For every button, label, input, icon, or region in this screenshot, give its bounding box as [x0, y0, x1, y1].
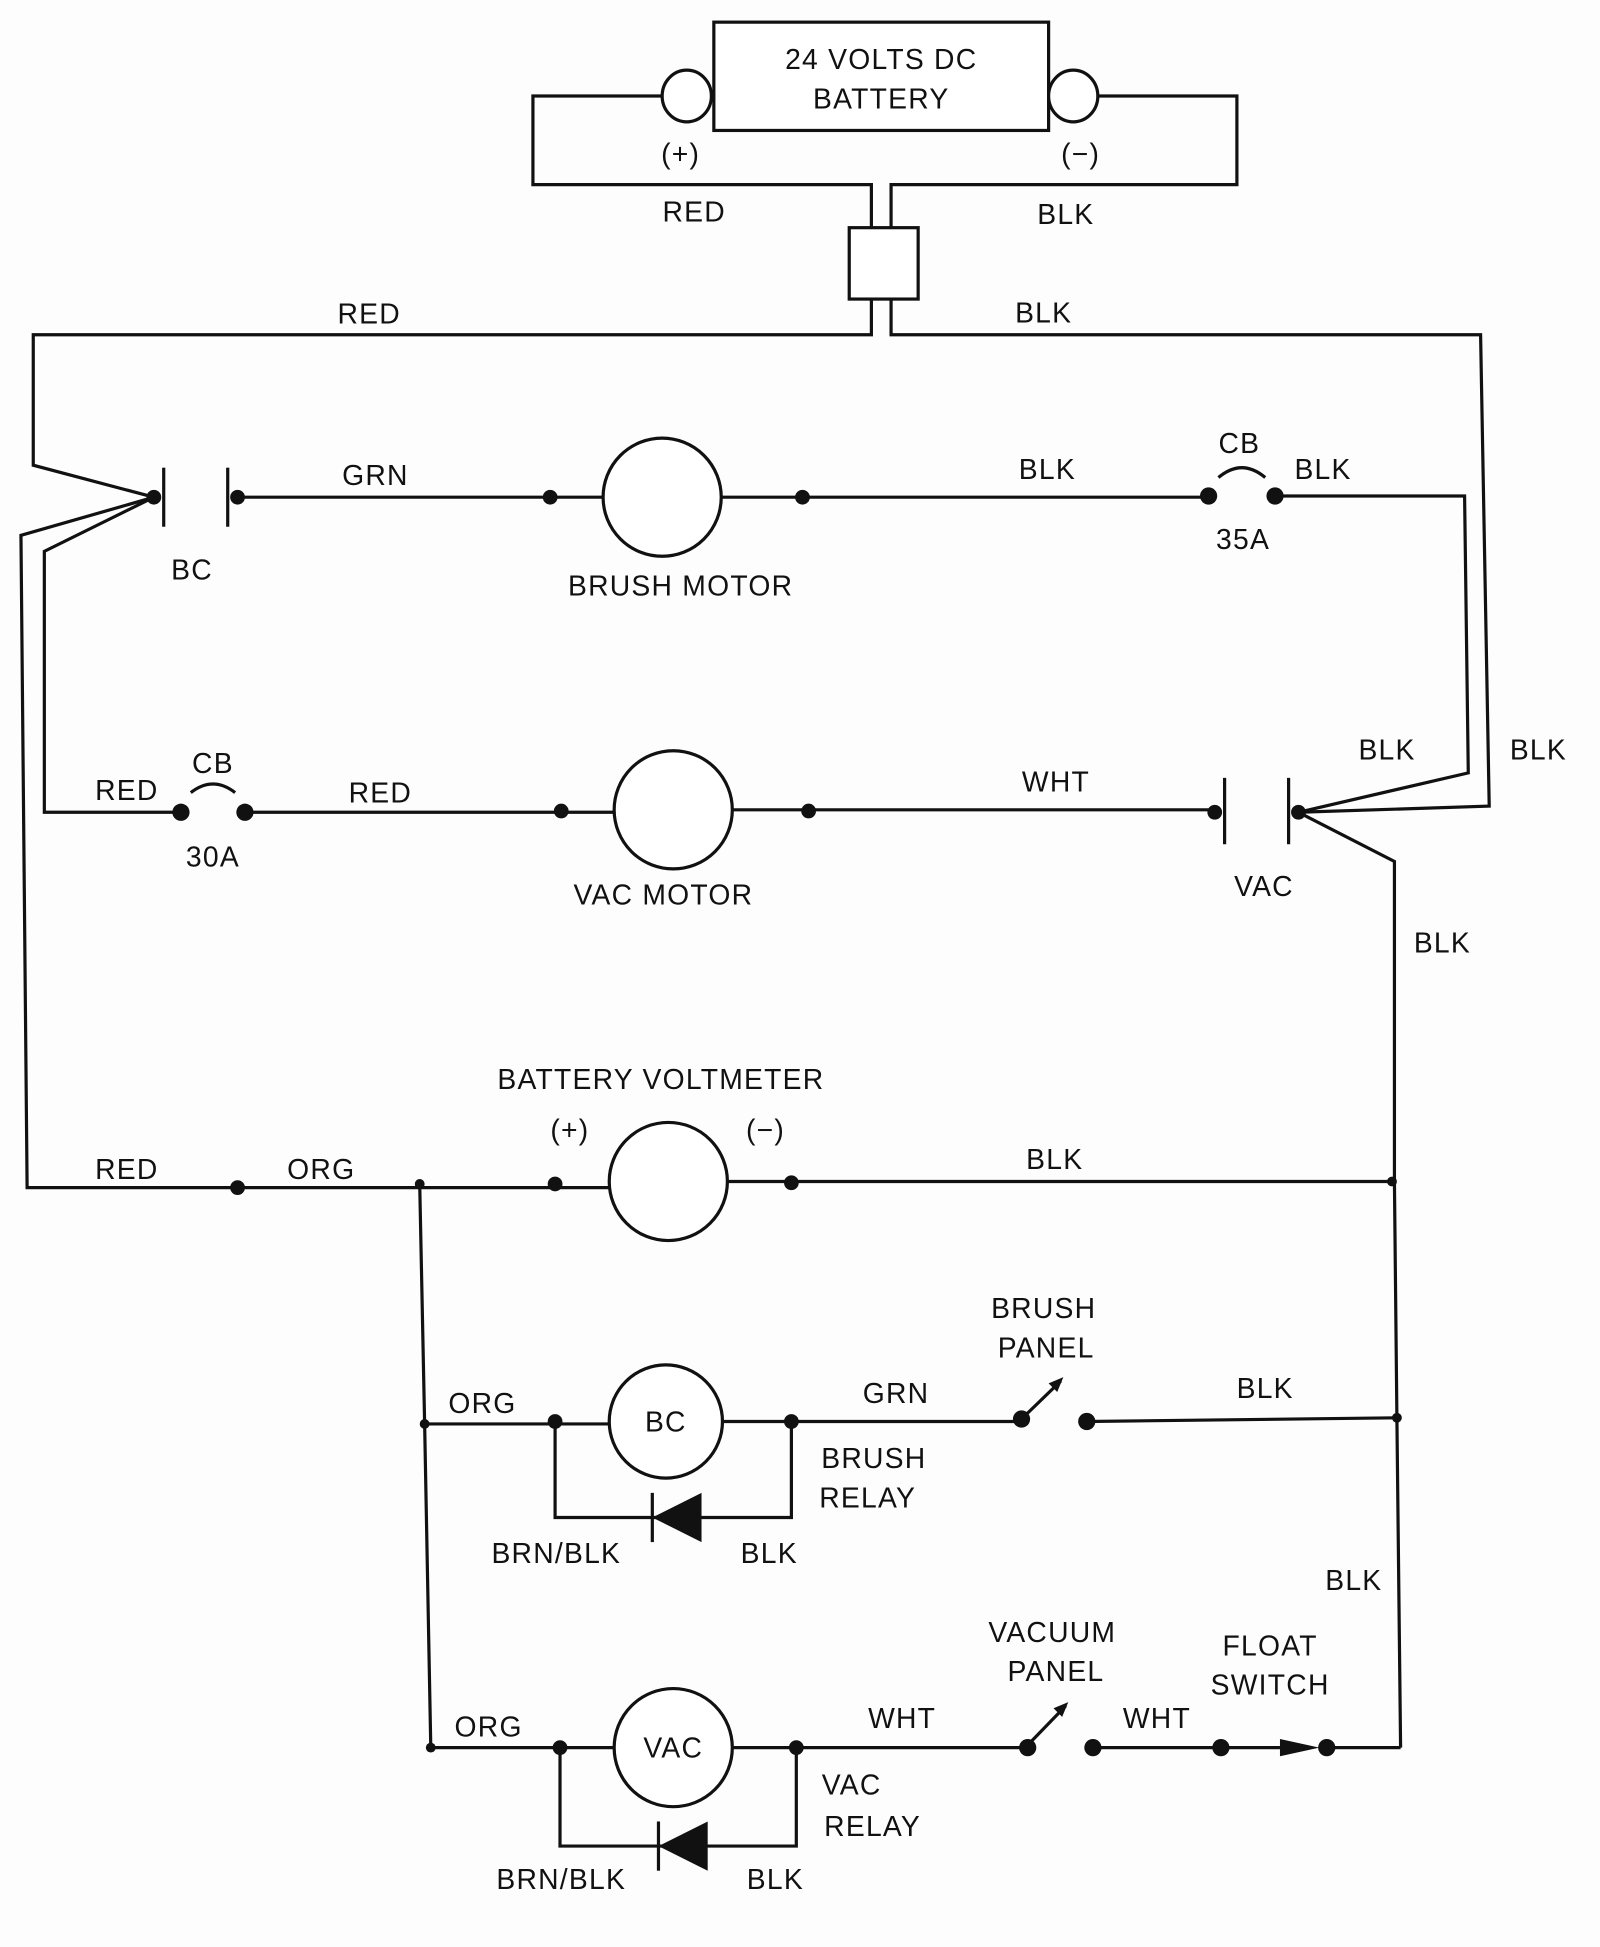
- brush-relay-coil: [607, 1363, 725, 1480]
- wire-label: BLK: [1237, 1372, 1294, 1404]
- brush-motor: [601, 436, 723, 558]
- wire-label: BLK: [1037, 198, 1094, 230]
- wire-label: BLK: [1510, 733, 1567, 765]
- vac-motor: [612, 749, 734, 871]
- wire-label: ORG: [287, 1153, 355, 1185]
- panel-label: BRUSH: [991, 1292, 1096, 1324]
- positive-label: (+): [661, 138, 700, 170]
- cb-label: CB: [192, 747, 234, 779]
- wire-label: BLK: [1019, 453, 1076, 485]
- bc-label: BC: [171, 554, 213, 586]
- float-switch-label: FLOAT: [1223, 1629, 1318, 1661]
- vac-contact-label: VAC: [1234, 870, 1294, 902]
- panel-label: PANEL: [1008, 1655, 1105, 1687]
- wire-label: RED: [95, 774, 158, 806]
- diode-icon: [652, 1492, 702, 1543]
- diode-icon: [658, 1821, 708, 1871]
- battery-label: 24 VOLTS DC: [785, 43, 977, 75]
- negative-label: (−): [1061, 138, 1100, 170]
- float-switch-label: SWITCH: [1211, 1669, 1330, 1701]
- circuit-breaker-35a: [1217, 466, 1267, 479]
- voltmeter-label: BATTERY VOLTMETER: [497, 1063, 824, 1095]
- panel-label: PANEL: [998, 1331, 1095, 1363]
- wire-label: BLK: [741, 1537, 798, 1569]
- wire-label: WHT: [1022, 765, 1090, 797]
- battery: 24 VOLTS DC BATTERY: [660, 20, 1100, 133]
- wire-label: BLK: [1294, 453, 1351, 485]
- relay-label: VAC: [822, 1768, 882, 1800]
- positive-label: (+): [550, 1114, 589, 1146]
- wire-label: ORG: [448, 1387, 516, 1419]
- battery-label: BATTERY: [813, 82, 950, 114]
- cb-rating: 35A: [1216, 523, 1270, 555]
- wire-label: RED: [349, 776, 412, 808]
- relay-label: BRUSH: [821, 1442, 926, 1474]
- wire-label: RED: [338, 298, 401, 330]
- wire-label: WHT: [1123, 1702, 1191, 1734]
- brush-motor-label: BRUSH MOTOR: [568, 570, 793, 602]
- wire-label: BLK: [1026, 1143, 1083, 1175]
- wire-label: BLK: [1414, 927, 1471, 959]
- connector: [847, 226, 920, 301]
- circuit-breaker-30a: [189, 782, 237, 794]
- relay-label: RELAY: [819, 1482, 916, 1514]
- battery-positive-terminal: [660, 68, 713, 124]
- junction-dots: [146, 487, 1402, 1757]
- wire-label: RED: [662, 196, 725, 228]
- wire-label: BLK: [1358, 733, 1415, 765]
- cb-label: CB: [1218, 427, 1260, 459]
- coil-label: VAC: [643, 1731, 703, 1763]
- wire-label: GRN: [342, 459, 409, 491]
- panel-label: VACUUM: [988, 1616, 1116, 1648]
- wire-label: BLK: [1325, 1564, 1382, 1596]
- coil-label: BC: [645, 1405, 687, 1437]
- wire-label: BLK: [1015, 296, 1072, 328]
- wire-label: RED: [95, 1153, 158, 1185]
- negative-label: (−): [746, 1114, 785, 1146]
- vac-motor-label: VAC MOTOR: [573, 879, 753, 911]
- wire-label: GRN: [863, 1377, 930, 1409]
- relay-label: RELAY: [824, 1810, 921, 1842]
- battery-negative-terminal: [1047, 68, 1100, 124]
- wire-label: BLK: [747, 1863, 804, 1895]
- wire-label: BRN/BLK: [496, 1863, 626, 1895]
- wire-label: BRN/BLK: [491, 1537, 621, 1569]
- wire-label: WHT: [868, 1702, 936, 1734]
- vac-relay-coil: [612, 1686, 734, 1809]
- battery-voltmeter: [607, 1120, 729, 1243]
- wire-label: ORG: [455, 1711, 523, 1743]
- cb-rating: 30A: [186, 840, 240, 872]
